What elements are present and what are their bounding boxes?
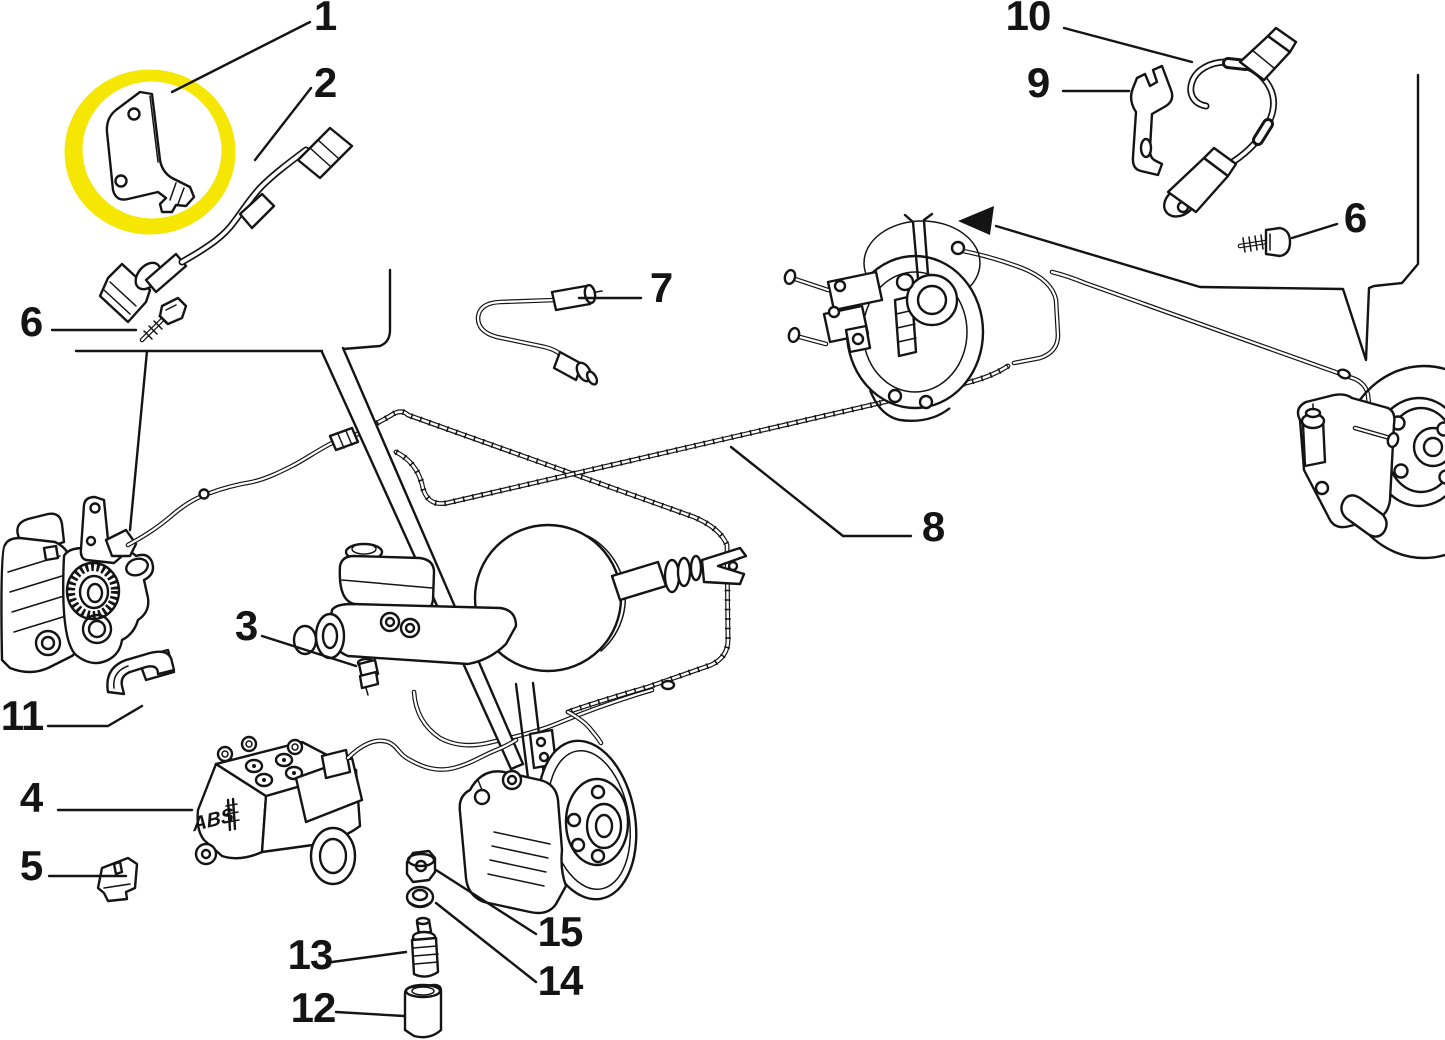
leader-lines — [46, 20, 1339, 1018]
highlight-circle — [64, 69, 236, 235]
part-5-fuse — [96, 856, 139, 903]
callout-1: 1 — [313, 0, 337, 39]
callout-7: 7 — [649, 264, 673, 311]
right-group-bracket-lines — [958, 73, 1420, 362]
callout-5: 5 — [19, 842, 43, 889]
callout-13: 13 — [287, 931, 334, 978]
abs-hydraulic-unit: ABS — [191, 735, 519, 886]
rear-right-brake-hub — [1296, 364, 1445, 560]
callout-4: 4 — [19, 774, 43, 821]
part-14-grommet — [405, 885, 435, 909]
callout-14: 14 — [537, 957, 584, 1004]
callout-11: 11 — [0, 692, 44, 739]
bolt-6-left — [139, 296, 188, 343]
part-1-bracket — [105, 90, 196, 214]
part-15-nut — [405, 849, 437, 884]
part-2-abs-sensor-cable — [98, 126, 354, 324]
front-left-brake-assembly — [0, 426, 360, 674]
master-cylinder-booster — [292, 523, 748, 673]
callout-15: 15 — [537, 908, 584, 955]
part-12-cap — [403, 983, 443, 1039]
part-9-bracket — [1129, 64, 1174, 177]
callout-3: 3 — [234, 602, 258, 649]
callout-6-left: 6 — [19, 298, 43, 345]
callout-10: 10 — [1005, 0, 1052, 39]
part-13-valve — [410, 916, 440, 978]
part-10-sensor-cable — [1163, 26, 1298, 218]
rear-left-brake-backplate — [783, 212, 985, 422]
callout-8: 8 — [921, 503, 945, 550]
rear-left-pipe — [955, 247, 1061, 366]
callout-9: 9 — [1026, 59, 1050, 106]
bottom-brake-disc — [458, 681, 638, 915]
part-7-brake-pipe — [475, 283, 603, 386]
callout-6-right: 6 — [1343, 194, 1367, 241]
callout-2: 2 — [313, 59, 337, 106]
bolt-6-right — [1237, 226, 1292, 258]
left-group-bracket-lines — [74, 268, 525, 771]
part-3-fitting — [356, 657, 380, 696]
callout-12: 12 — [290, 984, 337, 1031]
part-11-clamp — [106, 648, 176, 696]
